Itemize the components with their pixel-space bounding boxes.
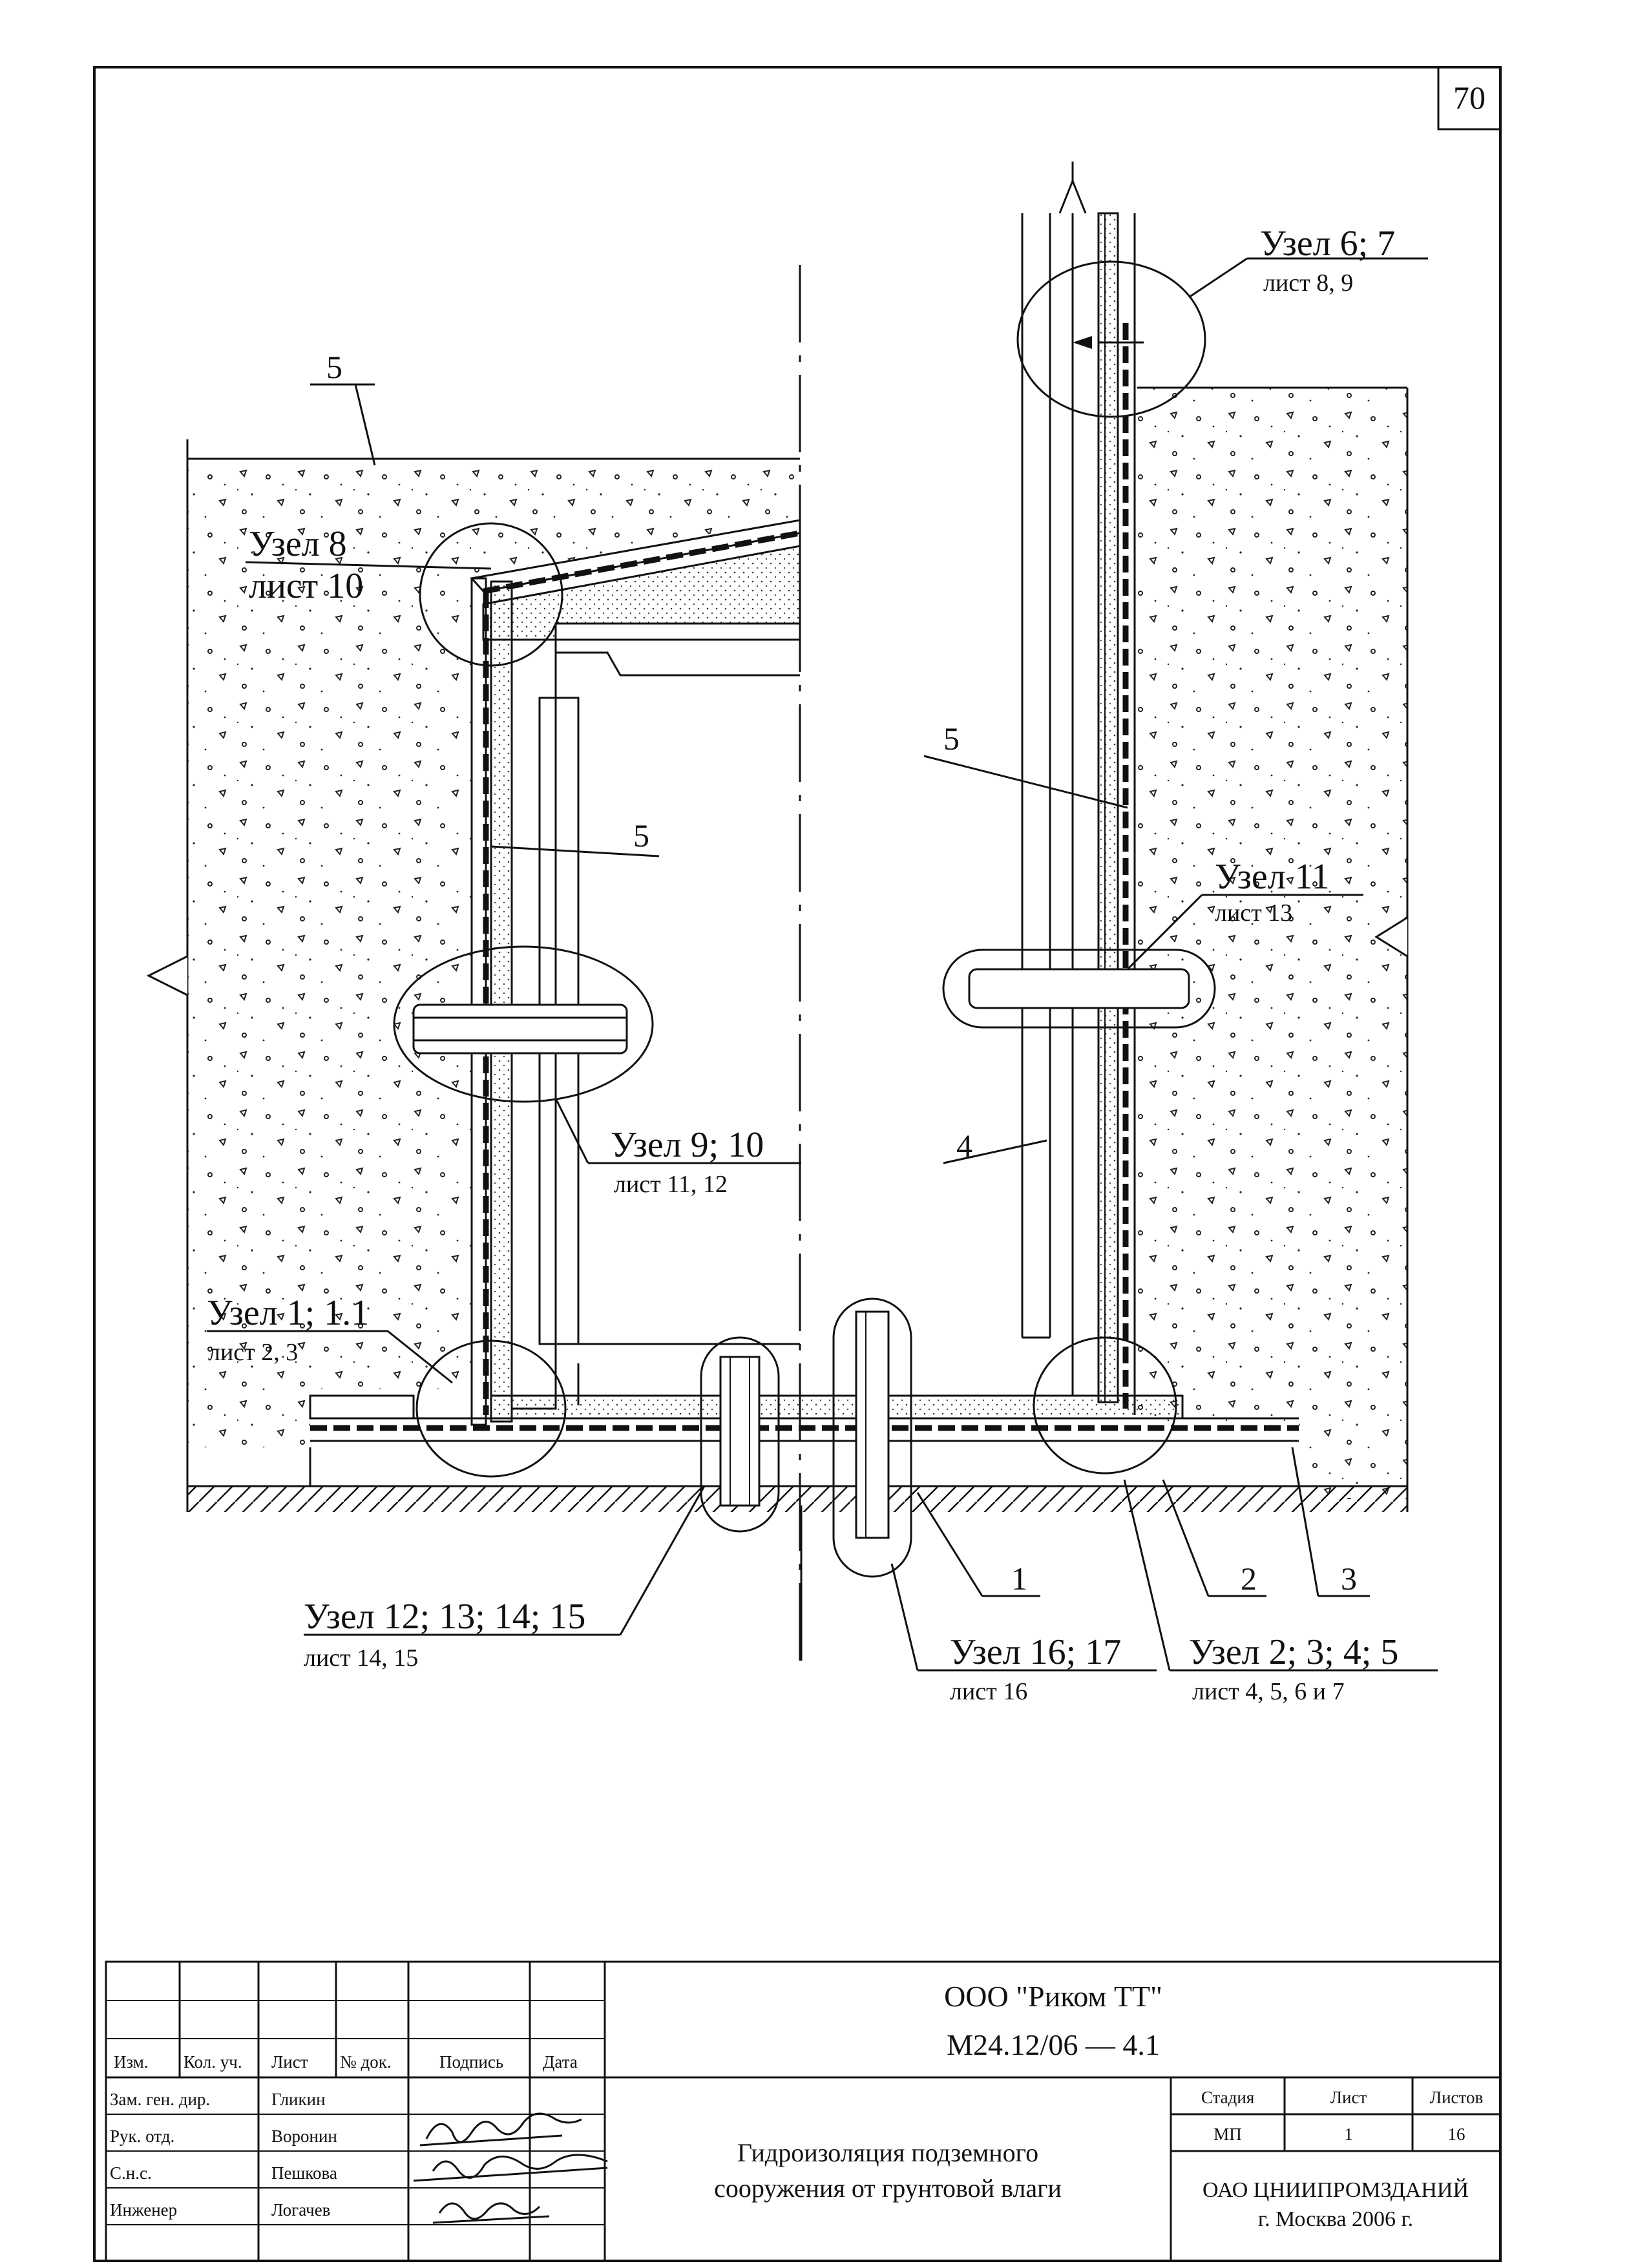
p5-top-label: 5 xyxy=(326,349,342,385)
callout-p5-top: 5 xyxy=(310,349,376,466)
p3-label: 3 xyxy=(1341,1560,1357,1597)
callout-n8-title: Узел 8 xyxy=(249,524,347,564)
slab-pipes xyxy=(719,1310,890,1539)
tb-name-2: Воронин xyxy=(271,2126,337,2146)
callout-n11-title: Узел 11 xyxy=(1215,857,1330,897)
tb-header-data: Дата xyxy=(543,2052,578,2072)
tb-role-2: Рук. отд. xyxy=(110,2126,174,2146)
p5-left-label: 5 xyxy=(633,817,649,854)
callout-n1-sheet: лист 2, 3 xyxy=(208,1339,298,1366)
left-wall xyxy=(470,577,800,1426)
callout-n8: Узел 8 лист 10 xyxy=(245,524,492,606)
tb-company-1: ОАО ЦНИИПРОМЗДАНИЙ xyxy=(1203,2178,1469,2202)
left-soil-backfill xyxy=(146,439,800,1512)
callout-n11: Узел 11 лист 13 xyxy=(1126,857,1363,971)
tb-name-4: Логачев xyxy=(271,2200,330,2220)
callout-n16: Узел 16; 17 лист 16 xyxy=(890,1563,1157,1705)
tb-role-4: Инженер xyxy=(110,2200,177,2220)
tb-header-podpis: Подпись xyxy=(439,2052,503,2072)
p4-label: 4 xyxy=(956,1128,972,1164)
callout-p5-left: 5 xyxy=(490,817,660,857)
callout-p2: 2 xyxy=(1162,1479,1266,1597)
node-circles xyxy=(393,260,1216,1578)
right-wall xyxy=(1021,162,1144,1415)
right-pipe xyxy=(968,968,1190,1009)
callout-n6-title: Узел 6; 7 xyxy=(1260,224,1395,264)
signatures xyxy=(413,2112,608,2224)
tb-header-izm: Изм. xyxy=(114,2052,149,2072)
left-pipe xyxy=(412,1003,628,1055)
callout-p3: 3 xyxy=(1291,1447,1370,1597)
callout-p4: 4 xyxy=(943,1128,1047,1164)
callout-n6-sheet: лист 8, 9 xyxy=(1263,269,1353,297)
title-block xyxy=(105,1960,1502,2262)
callout-n16-sheet: лист 16 xyxy=(950,1678,1027,1705)
callout-n12-title: Узел 12; 13; 14; 15 xyxy=(304,1597,585,1637)
callout-n8-sheet: лист 10 xyxy=(249,566,363,606)
tb-header-kol-uch: Кол. уч. xyxy=(184,2052,242,2072)
tb-company-2: г. Москва 2006 г. xyxy=(1258,2207,1413,2231)
page-number-box xyxy=(1437,66,1502,131)
callout-n2-sheet: лист 4, 5, 6 и 7 xyxy=(1192,1678,1345,1705)
callout-n12: Узел 12; 13; 14; 15 лист 14, 15 xyxy=(304,1486,706,1672)
callout-n2-title: Узел 2; 3; 4; 5 xyxy=(1189,1632,1398,1672)
tb-name-1: Гликин xyxy=(271,2090,326,2109)
callout-n11-sheet: лист 13 xyxy=(1215,899,1292,927)
callout-n16-title: Узел 16; 17 xyxy=(950,1632,1121,1672)
callout-n1: Узел 1; 1.1 лист 2, 3 xyxy=(207,1293,453,1384)
tb-sheet: 1 xyxy=(1344,2125,1353,2144)
tb-role-1: Зам. ген. дир. xyxy=(110,2090,210,2109)
callout-p1: 1 xyxy=(916,1492,1040,1597)
callout-n12-sheet: лист 14, 15 xyxy=(304,1644,418,1672)
p2-label: 2 xyxy=(1241,1560,1257,1597)
p5-right-label: 5 xyxy=(943,720,960,757)
tb-stage: МП xyxy=(1213,2125,1242,2144)
right-soil-backfill xyxy=(1137,386,1409,1512)
tb-drawing-title-1: Гидроизоляция подземного xyxy=(737,2138,1038,2167)
tb-name-3: Пешкова xyxy=(271,2163,337,2183)
callout-n1-title: Узел 1; 1.1 xyxy=(207,1293,369,1333)
tb-header-list: Лист xyxy=(271,2052,308,2072)
tb-header-n-dok: № док. xyxy=(340,2052,392,2072)
tb-stage-header: Стадия xyxy=(1201,2088,1254,2107)
callout-n2: Узел 2; 3; 4; 5 лист 4, 5, 6 и 7 xyxy=(1123,1479,1438,1705)
p1-label: 1 xyxy=(1011,1560,1027,1597)
tb-sheets-header: Листов xyxy=(1430,2088,1483,2107)
callout-p5-right: 5 xyxy=(923,720,1128,809)
page-number: 70 xyxy=(1453,79,1486,116)
tb-drawing-title-2: сооружения от грунтовой влаги xyxy=(714,2174,1062,2203)
tb-role-3: С.н.с. xyxy=(110,2163,152,2183)
callout-n9-sheet: лист 11, 12 xyxy=(614,1171,728,1198)
tb-sheet-header: Лист xyxy=(1330,2088,1367,2107)
callout-n6: Узел 6; 7 лист 8, 9 xyxy=(1188,224,1428,299)
base-slab xyxy=(187,1394,1407,1512)
tb-doc-code: М24.12/06 — 4.1 xyxy=(947,2028,1160,2061)
tb-organization: ООО "Риком ТТ" xyxy=(944,1980,1162,2013)
callout-n9: Узел 9; 10 лист 11, 12 xyxy=(554,1098,801,1198)
callout-n9-title: Узел 9; 10 xyxy=(611,1125,764,1165)
tb-sheets: 16 xyxy=(1448,2125,1465,2144)
